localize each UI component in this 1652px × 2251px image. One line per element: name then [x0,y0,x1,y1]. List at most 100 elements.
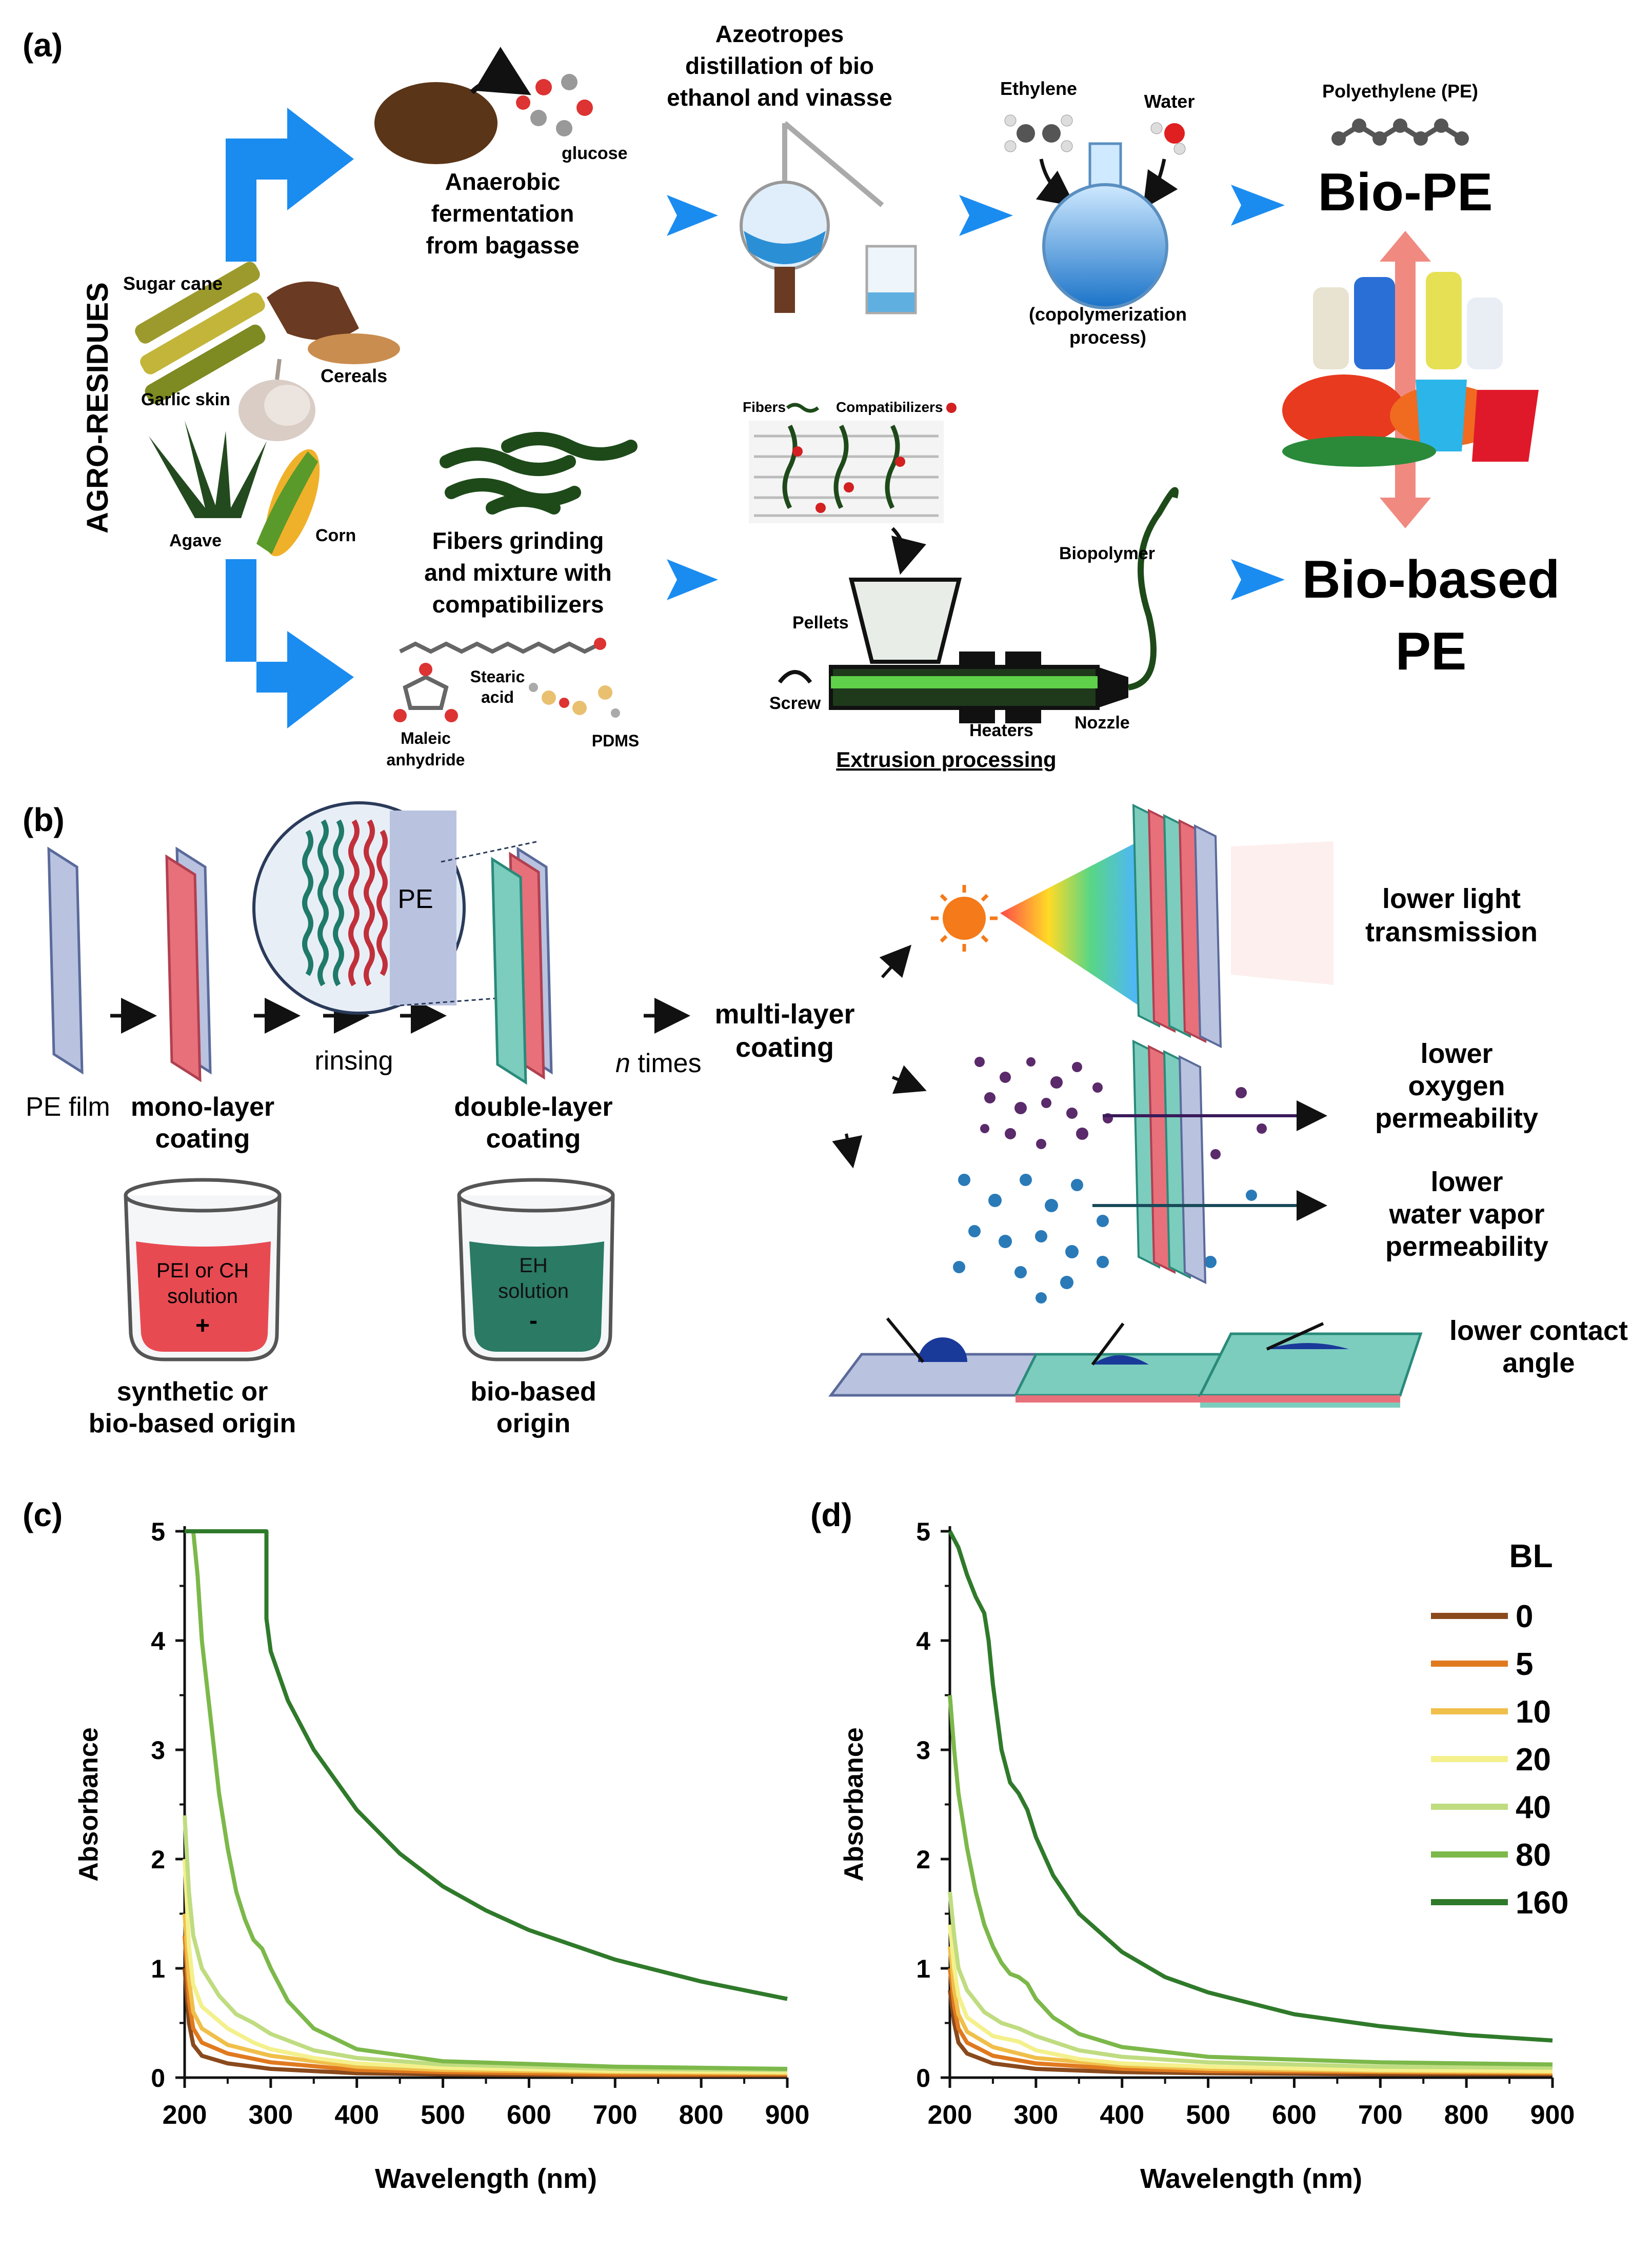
arrow-down-right-shape [226,559,354,728]
x-axis-label: Wavelength (nm) [1140,2163,1362,2194]
x-axis-label: Wavelength (nm) [375,2163,597,2194]
water-label: Water [1144,91,1195,112]
oxygen-particles [974,1057,1267,1159]
water-vapor-line-3: permeability [1385,1231,1548,1262]
y-tick-label: 1 [151,1954,165,1983]
series-line-bl-160 [948,1530,1553,2043]
y-tick-label: 3 [916,1736,930,1765]
pe-film-label: PE film [26,1092,110,1122]
compatibilizer-legend-icon [946,403,957,413]
beaker-green-line-1: EH [519,1254,548,1277]
anaerobic-line-2: fermentation [431,200,574,227]
polyethylene-label: Polyethylene (PE) [1322,81,1478,102]
x-tick-label: 800 [1444,2100,1489,2130]
agave-illustration [149,421,267,518]
mono-layer-sheet [165,846,212,1082]
bio-based-pe-line-1: Bio-based [1302,550,1560,609]
pdms-label: PDMS [592,732,639,750]
pdms-molecule [529,683,620,718]
panel-b: (b) PE film mono-layer coating rinsing [23,801,1628,1438]
corn-illustration [256,449,320,557]
bagasse-illustration [374,82,497,164]
beaker-red-line-1: PEI or CH [156,1259,249,1282]
polyethylene-chain [1331,119,1469,146]
glucose-molecule [516,74,593,136]
legend-label-bl-80: 80 [1516,1838,1551,1873]
synthetic-line-2: bio-based origin [89,1409,296,1438]
panel-b-label: (b) [23,801,65,838]
copolymerization-line-2: process) [1069,327,1146,348]
x-tick-label: 500 [1186,2100,1230,2130]
cereals-illustration [267,281,400,364]
double-layer-line-2: coating [486,1124,581,1154]
sun-icon [931,885,998,952]
ethylene-molecule [1004,114,1073,152]
panel-d-label: (d) [810,1496,852,1533]
beaker-red [124,1178,282,1361]
maleic-line-1: Maleic [401,729,451,747]
synthetic-line-1: synthetic or [117,1377,268,1407]
layer-inset-circle [252,801,539,1015]
series-line-bl-40 [948,1891,1553,2070]
fibers-grinding-line-3: compatibilizers [432,591,604,618]
series-line-bl-0 [948,1990,1553,2077]
y-tick-label: 5 [916,1517,930,1546]
beaker-red-charge: + [195,1312,210,1339]
fibers-grinding-line-2: and mixture with [424,559,611,586]
x-tick-label: 900 [1530,2100,1575,2130]
sugar-cane-label: Sugar cane [123,273,223,294]
light-line-2: transmission [1365,917,1538,947]
y-tick-label: 0 [916,2064,930,2092]
legend-title: BL [1509,1537,1553,1574]
copolymerization-line-1: (copolymerization [1029,304,1187,325]
x-tick-label: 300 [1013,2100,1058,2130]
legend-label-bl-10: 10 [1516,1694,1551,1730]
beaker-red-line-2: solution [167,1285,238,1308]
y-tick-label: 1 [916,1954,930,1983]
x-tick-label: 500 [421,2100,465,2130]
plastic-products-illustration [1282,272,1539,467]
pellets-label: Pellets [792,613,849,633]
screw-label: Screw [769,694,821,713]
y-tick-label: 2 [151,1845,165,1874]
corn-label: Corn [315,526,356,545]
n-times-label: n times [615,1049,702,1078]
oxygen-line-3: permeability [1375,1103,1538,1134]
legend-label-bl-160: 160 [1516,1885,1568,1921]
series-line-bl-5 [183,1935,787,2077]
double-arrow-pink [1380,231,1431,528]
bio-origin-line-1: bio-based [470,1377,596,1407]
arrow-extruder-to-biobased [1190,559,1285,600]
extruder-machine [778,578,1128,723]
fibers-grinding-line-1: Fibers grinding [432,527,604,554]
arrow-to-contact [832,1133,863,1169]
oxygen-line-1: lower [1420,1038,1492,1069]
arrow-fermentation-to-distillation [623,195,718,236]
series-line-bl-160 [185,1529,788,2001]
glucose-label: glucose [562,144,627,163]
legend-label-bl-5: 5 [1516,1647,1533,1682]
heaters-label: Heaters [969,721,1033,740]
series-line-bl-80 [948,1695,1553,2067]
beaker-green-line-2: solution [498,1280,569,1302]
maleic-anhydride-molecule [393,663,458,722]
compatibilizers-legend-label: Compatibilizers [836,399,943,415]
x-tick-label: 200 [163,2100,207,2130]
multilayer-stack-barrier [1132,1039,1207,1285]
x-tick-label: 200 [928,2100,972,2130]
reaction-flask [1042,142,1168,309]
panel-c-label: (c) [23,1496,63,1533]
water-to-flask-arrow [1143,159,1178,209]
water-molecule [1150,122,1186,155]
oxygen-line-2: oxygen [1408,1071,1505,1101]
arrow-up-right-shape [226,108,354,262]
agro-residues-label: AGRO-RESIDUES [81,282,114,534]
azeotropes-line-3: ethanol and vinasse [667,84,892,111]
fibers-legend-label: Fibers [743,399,786,415]
y-tick-label: 4 [916,1627,930,1655]
beaker-green-charge: - [529,1307,538,1334]
water-vapor-particles [953,1174,1257,1304]
cereals-label: Cereals [321,365,387,386]
